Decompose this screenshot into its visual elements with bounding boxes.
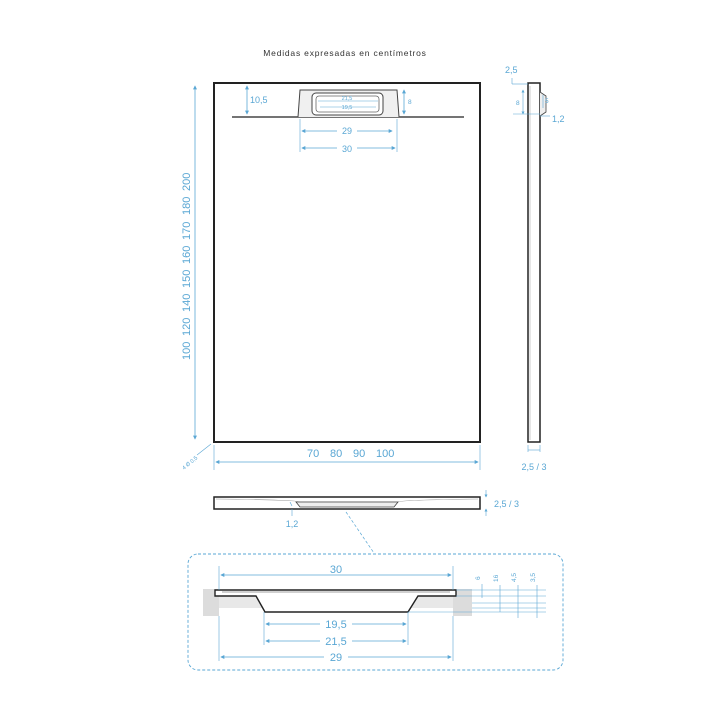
dim-215: 21,5 (342, 96, 353, 102)
side-dim-8: 8 (516, 100, 520, 107)
dim-30: 30 (342, 144, 352, 154)
units-caption: Medidas expresadas en centímetros (263, 48, 426, 58)
side-dim-5: 5 (545, 98, 549, 105)
dim-195: 19,5 (342, 105, 353, 111)
side-view: 2,5 8 5 1,2 2,5 / 3 (505, 65, 565, 472)
det-dim-35: 3,5 (530, 573, 537, 582)
front-view: 1,2 2,5 / 3 (213, 490, 519, 554)
side-dim-thickness: 2,5 / 3 (521, 462, 546, 472)
length-200: 200 (181, 173, 193, 191)
length-160: 160 (181, 246, 193, 264)
length-150: 150 (181, 270, 193, 288)
det-dim-195: 19,5 (325, 619, 346, 631)
det-dim-45: 4,5 (511, 573, 518, 582)
det-dim-215: 21,5 (325, 636, 346, 648)
top-view: 21,5 19,5 10,5 8 29 30 100 120 140 150 1… (181, 82, 481, 472)
front-dim-thickness: 2,5 / 3 (494, 499, 519, 509)
corner-leader (196, 443, 212, 456)
width-80: 80 (330, 448, 342, 460)
tray-outline (213, 82, 481, 443)
det-dim-29: 29 (330, 652, 342, 664)
width-100: 100 (376, 448, 394, 460)
width-90: 90 (353, 448, 365, 460)
length-170: 170 (181, 222, 193, 240)
dim-105: 10,5 (250, 95, 268, 105)
detail-frame (187, 553, 564, 671)
dim-8: 8 (408, 99, 412, 106)
dim-29: 29 (342, 126, 352, 136)
front-dim-12-tick (289, 501, 293, 507)
drain-detail: 30 19,5 21,5 29 6 16 4,5 3,5 (187, 553, 564, 671)
length-labels: 100 120 140 150 160 170 180 200 (181, 173, 193, 360)
det-dim-30: 30 (330, 564, 342, 576)
length-180: 180 (181, 197, 193, 215)
label-bg-29d (324, 650, 348, 661)
width-70: 70 (307, 448, 319, 460)
label-bg-195 (320, 617, 352, 628)
side-outline (527, 82, 541, 443)
grate-slot-inner (315, 95, 380, 113)
label-bg-width (304, 447, 400, 459)
front-drain (295, 501, 399, 508)
det-dim-16: 16 (493, 574, 500, 582)
length-120: 120 (181, 318, 193, 336)
det-dim-6: 6 (475, 576, 482, 580)
corner-radius: 4 Ø 0,5 (181, 455, 199, 471)
side-dim-25: 2,5 (505, 65, 518, 75)
label-bg-215 (320, 634, 352, 645)
detail-leader (345, 511, 375, 554)
label-bg-30 (337, 142, 357, 152)
side-dim-12: 1,2 (552, 114, 565, 124)
length-140: 140 (181, 294, 193, 312)
front-dim-12: 1,2 (286, 519, 299, 529)
length-100: 100 (181, 342, 193, 360)
label-bg-29 (337, 125, 357, 135)
